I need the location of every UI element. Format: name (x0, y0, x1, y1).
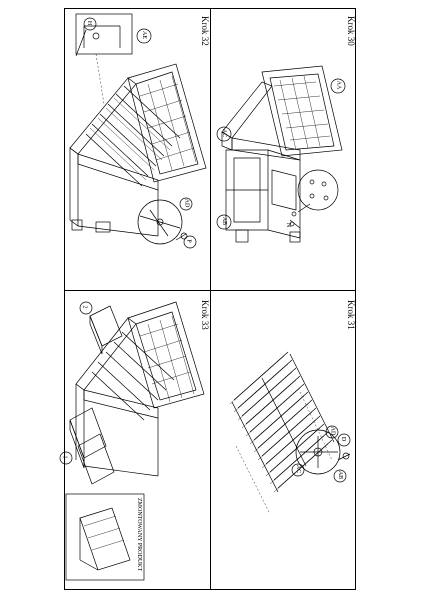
part-n-tag: N (285, 222, 292, 228)
part-ad-tag-31: AD (329, 426, 336, 436)
part-ab-tag: AB (221, 216, 228, 226)
step-32-drawing (69, 13, 207, 249)
part-aa-tag: AA (335, 80, 342, 90)
part-p-tag: P (185, 239, 192, 243)
part-ad-tag-32: AD (183, 198, 190, 208)
part-h-tag: H (86, 20, 93, 26)
vertical-divider (210, 8, 211, 590)
step-31-drawing (229, 351, 351, 515)
part-ab-tag-31: AB (337, 470, 344, 480)
part-ae-tag: AE (141, 31, 147, 39)
assembled-product-label: ZMONTOWANY PRODUKT (136, 498, 142, 572)
step-33-drawing (59, 301, 205, 581)
step-30-drawing (216, 65, 346, 243)
part-2-tag: 2 (81, 305, 88, 309)
part-1-tag: 1 (61, 455, 68, 459)
part-ac-tag-31: AC (295, 464, 302, 474)
part-d-tag: D (340, 436, 347, 442)
part-ac-tag: AC (221, 128, 228, 138)
